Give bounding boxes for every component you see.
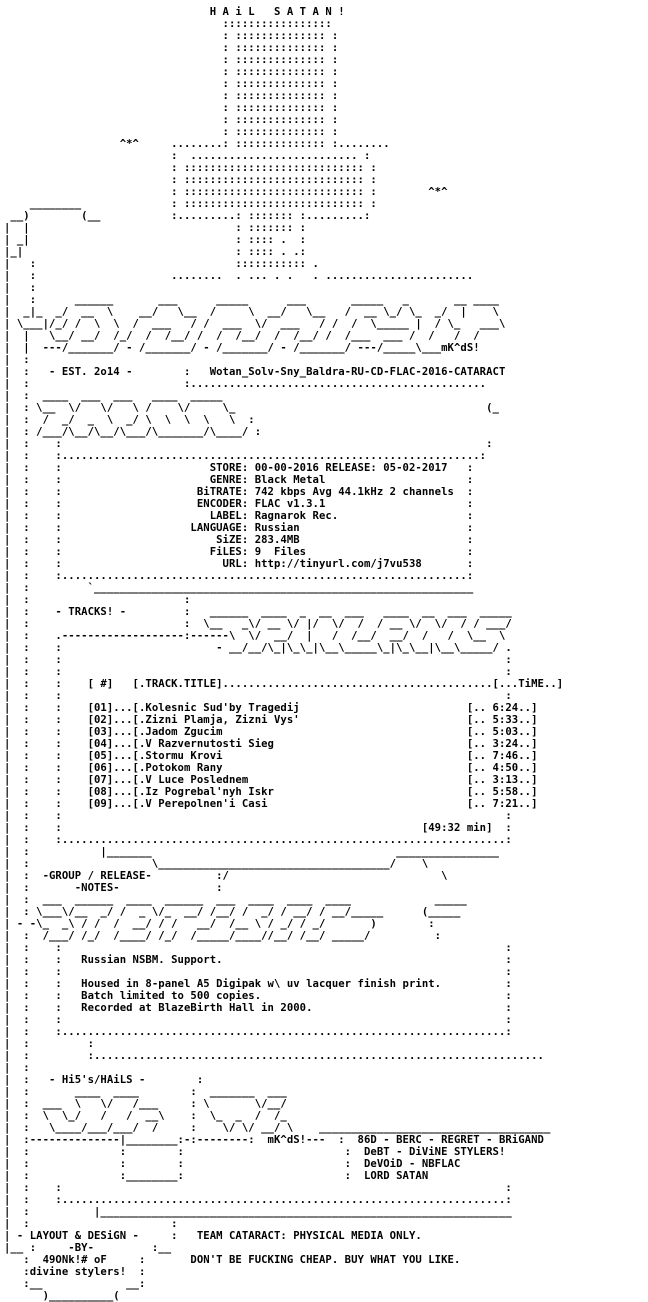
cataract-logo: | : ______ ___ _____ ___ _____ _ __ ____… [4,294,506,390]
track-list: | : : : | : : [ #] [.TRACK.TITLE].......… [4,666,564,894]
nfo-document: H A i L S A T A N ! ::::::::::::::::: : … [4,6,563,1302]
release-notes: | : : : | : : Russian NSBM. Support. : |… [4,942,544,1062]
info-logo: | : ____ ___ ___ ____ _____ | : \__ \/ \… [4,390,499,462]
footer-section: | : |___________________________________… [4,1206,512,1302]
header-art: H A i L S A T A N ! ::::::::::::::::: : … [4,6,474,294]
notes-logo: | : ___ ______ ____ ______ ___ ____ ____… [4,894,467,942]
greets-section: | : | : - Hi5's/HAiLS - : | : ____ ____ … [4,1062,551,1206]
release-info: | : : STORE: 00-00-2016 RELEASE: 05-02-2… [4,462,474,594]
tracks-logo: | : : | : - TRACKS! - : ______ ____ _ __… [4,594,512,666]
